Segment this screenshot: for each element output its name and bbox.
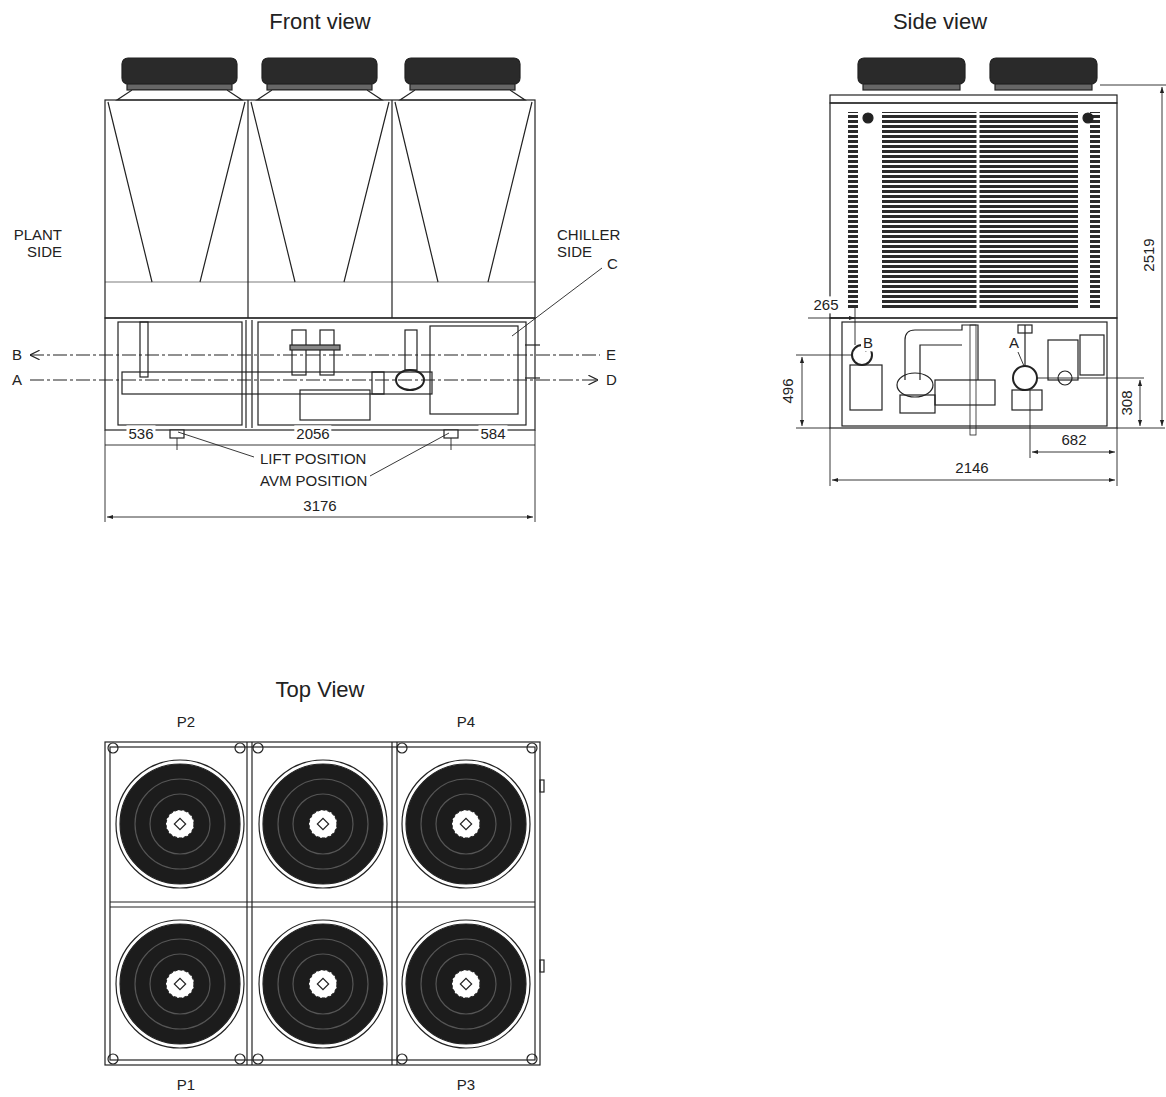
callout-letter: B: [10, 346, 24, 363]
side-label: PLANT SIDE: [0, 226, 64, 261]
position-note: LIFT POSITION: [258, 450, 368, 467]
dimension: 2056: [294, 425, 331, 442]
dimension: 584: [478, 425, 507, 442]
callout-letter: D: [604, 371, 619, 388]
callout-letter: A: [10, 371, 24, 388]
dimension: 308: [1118, 388, 1135, 417]
view-title: Side view: [891, 9, 989, 34]
top-fans: [116, 760, 530, 1048]
dimension: 536: [126, 425, 155, 442]
callout-letter: B: [861, 334, 875, 351]
dimension: 2519: [1140, 236, 1157, 273]
flow-lines: [30, 355, 600, 380]
dimension: 496: [779, 376, 796, 405]
front-fans: [117, 58, 525, 100]
panel-label: P1: [175, 1076, 197, 1093]
dimension: 3176: [301, 497, 338, 514]
side-fans: [858, 58, 1097, 90]
view-title: Front view: [267, 9, 372, 34]
front-dimensions: [105, 268, 602, 522]
side-label: CHILLER SIDE: [555, 226, 639, 261]
dimension: 265: [811, 296, 840, 313]
view-title: Top View: [274, 677, 367, 702]
callout-letter: A: [1007, 334, 1021, 351]
panel-label: P2: [175, 713, 197, 730]
top-frame: [105, 742, 544, 1065]
side-base: [830, 318, 1117, 435]
callout-letter: E: [604, 346, 618, 363]
panel-label: P3: [455, 1076, 477, 1093]
side-dimensions: [796, 85, 1166, 486]
dimension: 682: [1059, 431, 1088, 448]
side-coil: [830, 95, 1117, 318]
dimension: 2146: [953, 459, 990, 476]
panel-label: P4: [455, 713, 477, 730]
callout-letter: C: [605, 255, 620, 272]
position-note: AVM POSITION: [258, 472, 369, 489]
front-coil: [105, 100, 535, 318]
front-base: [105, 318, 540, 430]
